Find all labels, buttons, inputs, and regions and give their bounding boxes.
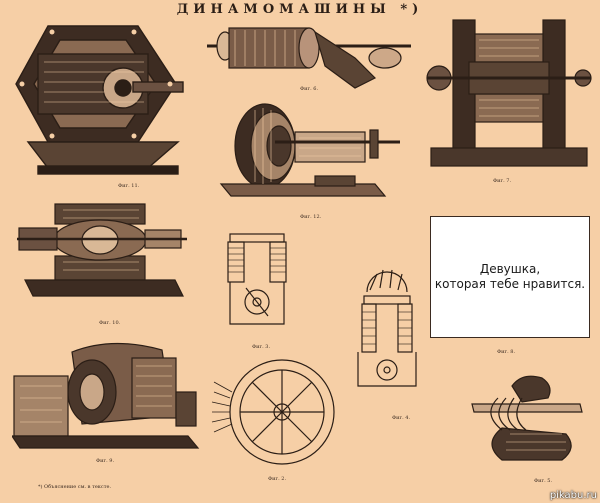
overlay-caption-box: Девушка, которая тебе нравится. <box>430 216 590 338</box>
fig9-caption: Фиг. 9. <box>96 458 115 464</box>
fig7-pillar-dynamo-engraving <box>426 19 592 167</box>
footnote: *) Объяснение см. в тексте. <box>38 484 112 490</box>
fig5-caption: Фиг. 5. <box>534 478 553 484</box>
fig3-magnet-schematic-diagram <box>227 233 287 325</box>
fig6-armature-engraving <box>207 27 411 89</box>
plate-title: ДИНАМОМАШИНЫ *) <box>176 2 424 17</box>
fig3-caption: Фиг. 3. <box>252 344 271 350</box>
fig11-caption: Фиг. 11. <box>118 183 140 189</box>
fig8-caption: Фиг. 8. <box>497 349 516 355</box>
fig7-caption: Фиг. 7. <box>493 178 512 184</box>
watermark: pikabu.ru <box>549 490 597 501</box>
overlay-caption-text: Девушка, которая тебе нравится. <box>435 262 585 292</box>
fig4-caption: Фиг. 4. <box>392 415 411 421</box>
fig2-caption: Фиг. 2. <box>268 476 287 482</box>
fig12-pulley-machine-engraving <box>219 103 400 197</box>
fig2-wheel-diagram <box>211 359 335 465</box>
fig4-vertical-schematic-diagram <box>357 269 417 387</box>
overlay-line-1: Девушка, <box>479 262 541 276</box>
fig5-coil-winding-diagram <box>471 375 583 461</box>
fig9-large-dynamo-engraving <box>12 342 200 449</box>
fig6-caption: Фиг. 6. <box>300 86 319 92</box>
fig11-hexagon-dynamo-engraving <box>15 25 184 175</box>
fig12-caption: Фиг. 12. <box>300 214 322 220</box>
fig10-horizontal-dynamo-engraving <box>17 203 187 297</box>
fig10-caption: Фиг. 10. <box>99 320 121 326</box>
overlay-line-2: которая тебе нравится. <box>434 277 586 291</box>
